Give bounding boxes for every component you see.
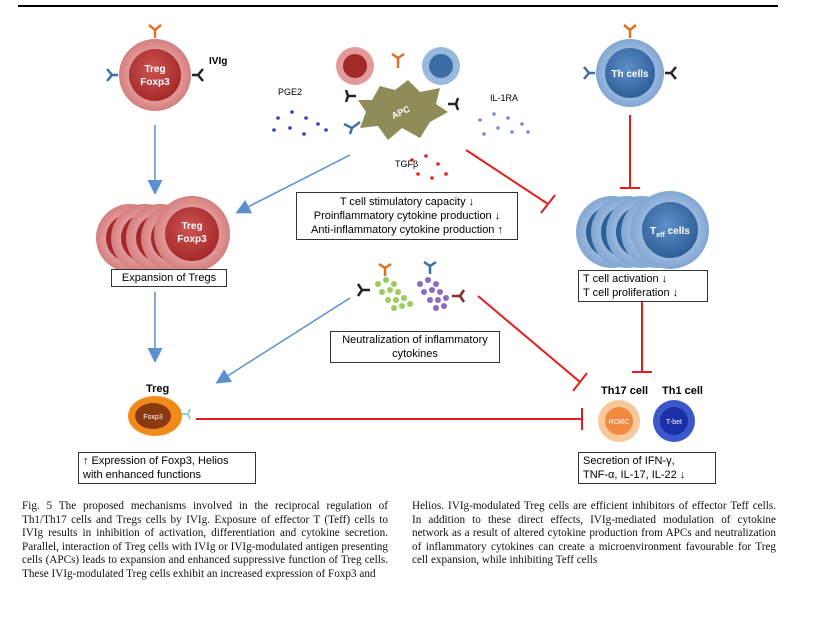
th-cells-label: Th cells [611, 69, 649, 80]
treg-small-cell: Foxp3 [128, 396, 191, 436]
pge2-dots [272, 110, 328, 136]
neutralization-line-2: cytokines [392, 348, 438, 360]
th1-label: Th1 cell [662, 385, 703, 397]
apc-effect-1: T cell stimulatory capacity ↓ [339, 196, 475, 208]
ivig-cytokine-cluster [356, 260, 466, 311]
il1ra-dots [478, 112, 530, 136]
foxp3-box: ↑ Expression of Foxp3, Helios with enhan… [78, 452, 256, 484]
tgfb-label: TGFβ [395, 159, 418, 169]
treg-cell-top: Treg Foxp3 [106, 24, 204, 111]
treg-expansion-cells: Treg Foxp3 [96, 196, 230, 272]
treg-expand-label-2: Foxp3 [177, 234, 207, 245]
stimulation-arrows [147, 125, 351, 384]
caption-right: Helios. IVIg-modulated Treg cells are ef… [412, 500, 776, 568]
apc-effects-box: T cell stimulatory capacity ↓ Proinflamm… [296, 192, 518, 240]
teff-cells: Teff cells [576, 191, 709, 269]
foxp3-line-2: with enhanced functions [83, 469, 202, 481]
caption-left-text: Fig. 5 The proposed mechanisms involved … [22, 500, 388, 580]
treg-expand-label-1: Treg [181, 221, 202, 232]
treg-top-label-2: Foxp3 [140, 77, 170, 88]
inhibition-lines [196, 115, 652, 430]
top-rule [18, 5, 778, 7]
th1-cell: T-bet [653, 400, 695, 442]
secretion-box: Secretion of IFN-γ, TNF-α, IL-17, IL-22 … [578, 452, 716, 484]
th17-cell: RORC [598, 400, 640, 442]
secretion-line-1: Secretion of IFN-γ, [583, 455, 675, 467]
teff-effects-box: T cell activation ↓ T cell proliferation… [578, 270, 708, 302]
rorc-label: RORC [609, 419, 630, 426]
caption-left: Fig. 5 The proposed mechanisms involved … [22, 500, 388, 582]
ivig-label: IVIg [209, 56, 227, 67]
th-cell-top: Th cells [583, 24, 677, 107]
apc-group: APC [336, 47, 460, 140]
neutralization-box: Neutralization of inflammatory cytokines [330, 331, 500, 363]
secretion-line-2: TNF-α, IL-17, IL-22 ↓ [583, 469, 686, 481]
th17-label: Th17 cell [601, 385, 648, 397]
neutralization-line-1: Neutralization of inflammatory [342, 334, 488, 346]
pge2-label: PGE2 [278, 87, 302, 97]
apc-effect-2: Proinflammatory cytokine production ↓ [313, 210, 501, 222]
tbet-label: T-bet [666, 419, 682, 426]
treg-small-title: Treg [146, 383, 169, 395]
il1ra-label: IL-1RA [490, 93, 518, 103]
teff-cells-label: Teff cells [650, 226, 690, 239]
expansion-text: Expansion of Tregs [121, 272, 217, 284]
tgfb-dots [410, 154, 448, 180]
apc-effect-3: Anti-inflammatory cytokine production ↑ [311, 224, 503, 236]
teff-effect-1: T cell activation ↓ [583, 273, 668, 285]
caption-right-text: Helios. IVIg-modulated Treg cells are ef… [412, 500, 776, 567]
mechanism-diagram: Treg Foxp3 IVIg APC PGE2 IL-1RA TGFβ T [96, 24, 709, 442]
foxp3-line-1: ↑ Expression of Foxp3, Helios [83, 455, 229, 467]
treg-small-core-label: Foxp3 [143, 414, 163, 421]
expansion-box: Expansion of Tregs [111, 269, 227, 287]
treg-top-label-1: Treg [144, 64, 165, 75]
teff-effect-2: T cell proliferation ↓ [583, 287, 679, 299]
